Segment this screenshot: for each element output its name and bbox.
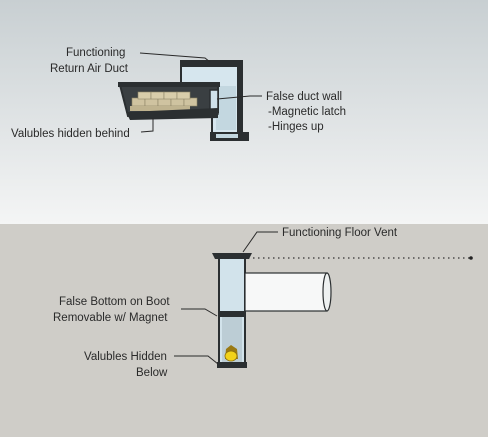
sky-background [0,0,488,224]
duct-horizontal-top [118,82,220,87]
hidden-valuable-gold [224,345,238,362]
floor-line-end [469,256,473,260]
hidden-valuables-top [130,91,198,111]
leader-hidden-below [174,355,219,365]
label-false-wall-1: False duct wall [266,91,342,103]
label-false-wall-2: -Magnetic latch [268,106,346,118]
label-false-bottom-2: Removable w/ Magnet [53,312,168,324]
leader-floor-vent [242,231,278,253]
leader-return-duct [139,52,211,63]
leader-lines [139,52,278,365]
label-false-bottom-1: False Bottom on Boot [59,296,170,308]
label-return-duct-2: Return Air Duct [50,63,129,75]
label-hidden-below-1: Valubles Hidden [84,351,167,363]
boot-bottom [217,362,247,368]
duct-riser-edge [237,60,243,140]
leader-false-wall [216,95,262,100]
floor-vent-boot [212,253,473,368]
leader-false-bottom [181,308,218,317]
boot-pipe-end [322,272,332,312]
duct-riser-top [180,60,243,67]
boot-pipe [244,272,328,312]
false-bottom [219,311,245,317]
label-false-wall-3: -Hinges up [268,121,324,133]
label-return-duct-1: Functioning [66,47,125,59]
return-air-duct [118,60,249,141]
duct-bottom-lip [126,108,218,120]
duct-bottom-gap [216,134,238,138]
duct-riser-inner [216,86,236,130]
vent-cap [212,253,252,259]
leader-hidden-behind [140,118,154,133]
label-hidden-below-2: Below [136,367,168,379]
label-floor-vent: Functioning Floor Vent [282,227,398,239]
label-hidden-behind: Valubles hidden behind [11,128,130,140]
